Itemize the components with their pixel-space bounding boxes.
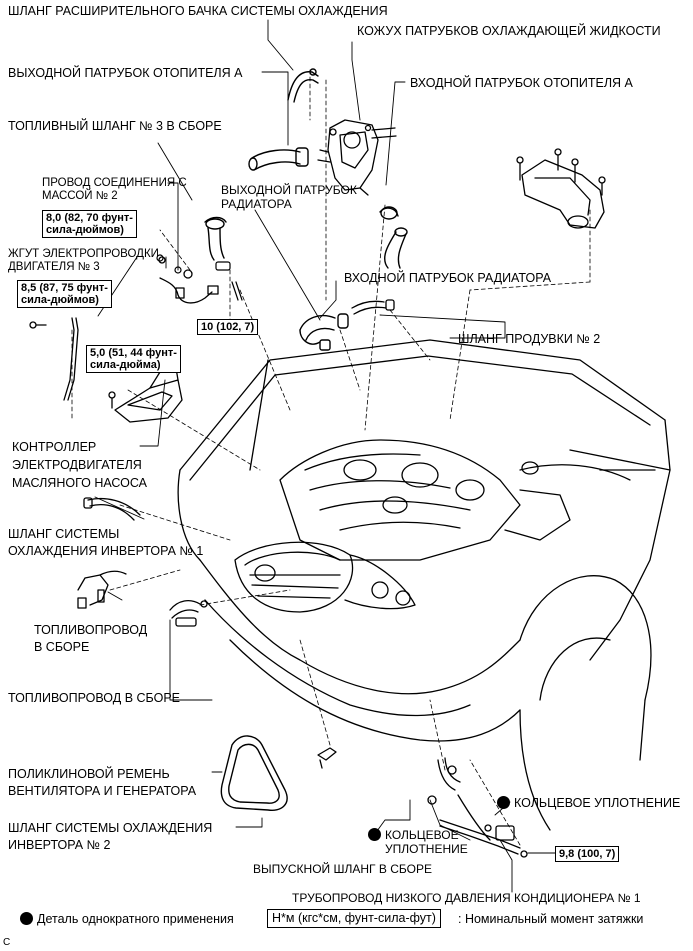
label-fuel-hose-3: ТОПЛИВНЫЙ ШЛАНГ № 3 В СБОРЕ	[8, 119, 222, 133]
torque-box-controller: 5,0 (51, 44 фунт- сила-дюйма)	[86, 345, 181, 373]
torque-box-ac-pipe: 9,8 (100, 7)	[555, 846, 620, 862]
heater-outlet-hose	[248, 147, 309, 171]
vehicle-body	[177, 339, 671, 831]
label-fuel-pipe-b: ТОПЛИВОПРОВОД В СБОРЕ	[8, 691, 180, 705]
intake-pipe	[516, 148, 606, 229]
label-inverter-hose-2: ШЛАНГ СИСТЕМЫ ОХЛАЖДЕНИЯ ИНВЕРТОРА № 2	[8, 821, 213, 852]
label-coolant-pipe-cover: КОЖУХ ПАТРУБКОВ ОХЛАЖДАЮЩЕЙ ЖИДКОСТИ	[357, 24, 661, 38]
corner-code: C	[3, 937, 11, 948]
torque-box-fuel-hose: 10 (102, 7)	[197, 319, 259, 335]
expansion-tank-hose	[287, 68, 319, 103]
ac-pipe	[439, 819, 528, 858]
v-belt	[220, 735, 288, 812]
label-ac-pipe: ТРУБОПРОВОД НИЗКОГО ДАВЛЕНИЯ КОНДИЦИОНЕР…	[292, 891, 641, 905]
torque-box-engine-wire: 8,5 (87, 75 фунт- сила-дюймов)	[17, 280, 112, 308]
coolant-pipe-cover	[317, 119, 397, 196]
label-inverter-hose-1: ШЛАНГ СИСТЕМЫ ОХЛАЖДЕНИЯ ИНВЕРТОРА № 1	[8, 527, 204, 558]
single-use-dot	[20, 912, 33, 925]
label-heater-inlet: ВХОДНОЙ ПАТРУБОК ОТОПИТЕЛЯ А	[410, 76, 633, 90]
purge-hose	[351, 299, 395, 315]
label-o-ring-right: КОЛЬЦЕВОЕ УПЛОТНЕНИЕ	[497, 796, 680, 811]
legend-single-use: Деталь однократного применения	[20, 912, 234, 927]
label-radiator-outlet: ВЫХОДНОЙ ПАТРУБОК РАДИАТОРА	[221, 183, 357, 211]
single-use-dot	[497, 796, 510, 809]
small-clips	[215, 261, 243, 301]
label-heater-outlet: ВЫХОДНОЙ ПАТРУБОК ОТОПИТЕЛЯ А	[8, 66, 243, 80]
oil-pump-controller	[108, 367, 183, 423]
assembly-dashes	[71, 69, 591, 846]
inverter-hose-2	[317, 747, 337, 769]
inverter-hose-1	[83, 497, 141, 521]
label-engine-wire: ЖГУТ ЭЛЕКТРОПРОВОДКИ ДВИГАТЕЛЯ № 3	[8, 248, 159, 273]
label-oil-pump-controller: КОНТРОЛЛЕР ЭЛЕКТРОДВИГАТЕЛЯ МАСЛЯНОГО НА…	[12, 440, 147, 490]
label-fuel-pipe-a: ТОПЛИВОПРОВОД В СБОРЕ	[34, 623, 148, 654]
label-discharge-hose: ВЫПУСКНОЙ ШЛАНГ В СБОРЕ	[253, 862, 432, 876]
engine-wire-harness	[29, 317, 79, 401]
label-purge-hose: ШЛАНГ ПРОДУВКИ № 2	[458, 332, 601, 346]
heater-inlet-hose	[379, 206, 408, 269]
radiator-inlet-hose	[299, 313, 349, 351]
label-v-belt: ПОЛИКЛИНОВОЙ РЕМЕНЬ ВЕНТИЛЯТОРА И ГЕНЕРА…	[8, 767, 197, 798]
fuel-pipe-left	[77, 570, 127, 609]
torque-box-ground-wire: 8,0 (82, 70 фунт- сила-дюймов)	[42, 210, 137, 238]
bolts	[156, 254, 182, 274]
fuel-hose-3	[204, 216, 227, 261]
fuel-pipe-center	[169, 599, 208, 627]
single-use-dot	[368, 828, 381, 841]
discharge-hose	[427, 757, 491, 841]
ground-wire	[158, 256, 219, 304]
label-ground-wire: ПРОВОД СОЕДИНЕНИЯ С МАССОЙ № 2	[42, 177, 187, 202]
label-o-ring-mid: КОЛЬЦЕВОЕ УПЛОТНЕНИЕ	[368, 828, 468, 856]
leader-lines	[94, 19, 556, 893]
legend-torque-unit-box: Н*м (кгс*см, фунт-сила-фут)	[267, 909, 441, 928]
legend-torque-desc: : Номинальный момент затяжки	[458, 912, 644, 926]
label-radiator-inlet: ВХОДНОЙ ПАТРУБОК РАДИАТОРА	[344, 271, 552, 285]
label-expansion-tank-hose: ШЛАНГ РАСШИРИТЕЛЬНОГО БАЧКА СИСТЕМЫ ОХЛА…	[8, 4, 388, 18]
